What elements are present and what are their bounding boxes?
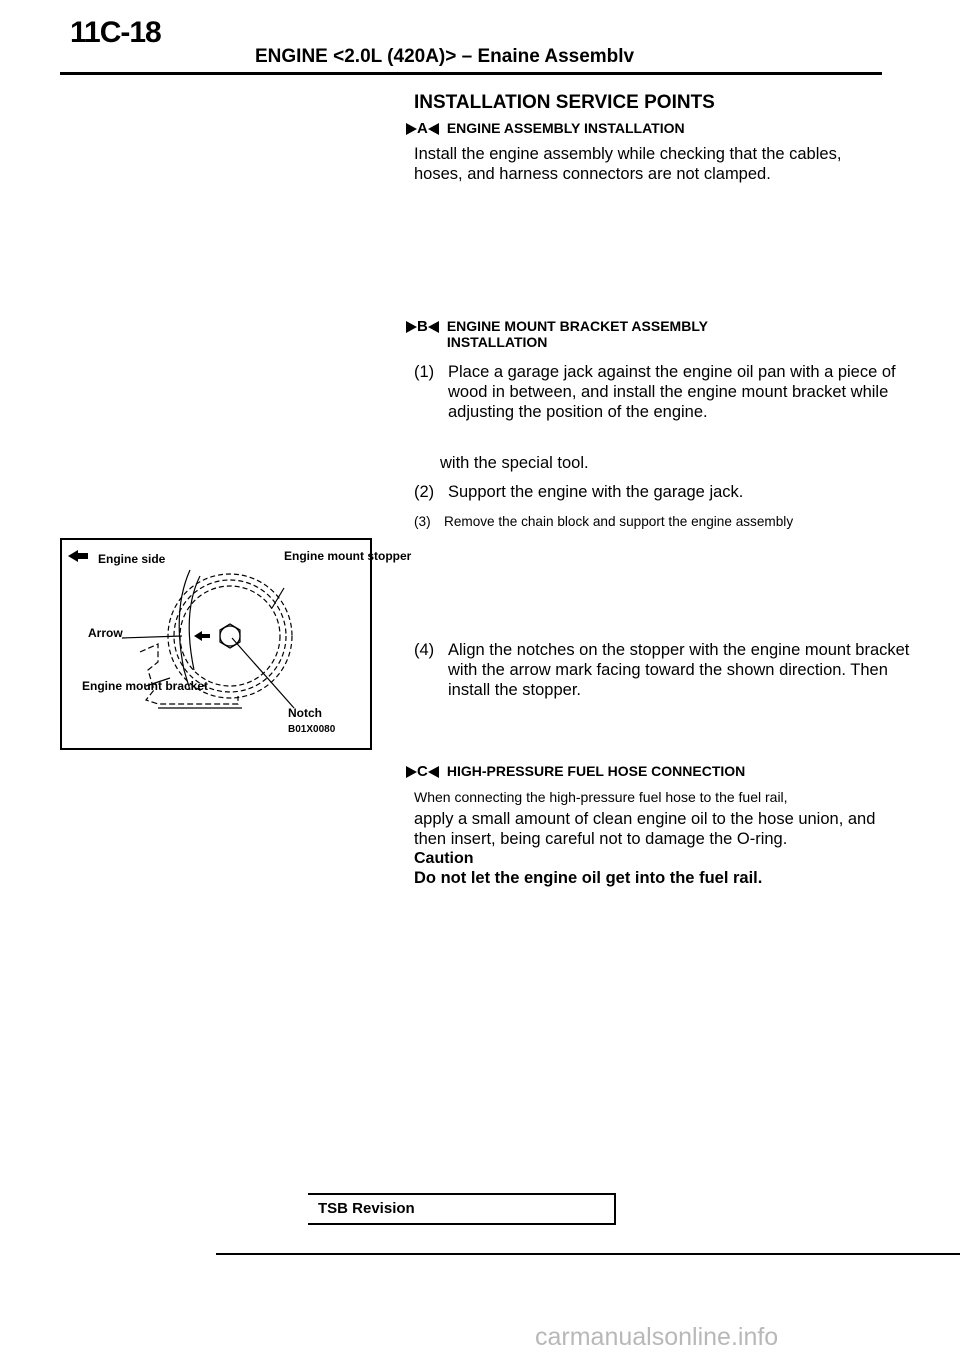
engine-mount-figure: Engine side Engine mount stopper Arrow E… bbox=[60, 538, 412, 750]
header-rule bbox=[60, 72, 882, 75]
tsb-revision-label: TSB Revision bbox=[318, 1200, 415, 1217]
left-triangle-icon bbox=[427, 765, 439, 778]
engine-side-label: Engine side bbox=[98, 552, 166, 566]
section-c-title: HIGH-PRESSURE FUEL HOSE CONNECTION bbox=[446, 763, 746, 779]
step-1: (1)Place a garage jack against the engin… bbox=[414, 363, 896, 421]
caution-text: Do not let the engine oil get into the f… bbox=[414, 869, 763, 887]
section-a-heading: A ENGINE ASSEMBLY INSTALLATION bbox=[406, 120, 876, 137]
right-triangle-icon bbox=[406, 320, 417, 333]
arrow-label: Arrow bbox=[88, 626, 123, 640]
section-c-body-line1: When connecting the high-pressure fuel h… bbox=[414, 789, 788, 805]
marker-c: C bbox=[406, 763, 439, 780]
page-number: 11C-18 bbox=[70, 16, 162, 49]
marker-b: B bbox=[406, 318, 439, 335]
engine-mount-diagram bbox=[68, 550, 295, 709]
stopper-label: Engine mount stopper bbox=[284, 549, 412, 563]
caution-label: Caution bbox=[414, 850, 474, 867]
left-triangle-icon bbox=[427, 320, 439, 333]
right-triangle-icon bbox=[406, 122, 417, 135]
section-a-title: ENGINE ASSEMBLY INSTALLATION bbox=[446, 120, 685, 136]
section-c-body: apply a small amount of clean engine oil… bbox=[414, 810, 876, 848]
step-4: (4)Align the notches on the stopper with… bbox=[414, 641, 910, 699]
section-title: INSTALLATION SERVICE POINTS bbox=[414, 92, 715, 113]
left-triangle-icon bbox=[427, 122, 439, 135]
step-3: (3)Remove the chain block and support th… bbox=[414, 514, 794, 529]
section-a-body: Install the engine assembly while checki… bbox=[414, 145, 842, 183]
notch-label: Notch bbox=[288, 706, 322, 720]
section-c-heading: C HIGH-PRESSURE FUEL HOSE CONNECTION bbox=[406, 763, 876, 780]
tsb-revision-box bbox=[308, 1193, 616, 1225]
step-2: (2)Support the engine with the garage ja… bbox=[414, 483, 744, 501]
watermark: carmanualsonline.info bbox=[535, 1323, 779, 1351]
step-3-continued: with the special tool. bbox=[440, 454, 589, 472]
page-title: ENGINE <2.0L (420A)> – Enaine Assemblv bbox=[255, 46, 635, 67]
bracket-label: Engine mount bracket bbox=[82, 679, 209, 693]
footer-rule bbox=[216, 1253, 960, 1255]
right-triangle-icon bbox=[406, 765, 417, 778]
figure-code: B01X0080 bbox=[288, 724, 336, 735]
marker-a: A bbox=[406, 120, 439, 137]
